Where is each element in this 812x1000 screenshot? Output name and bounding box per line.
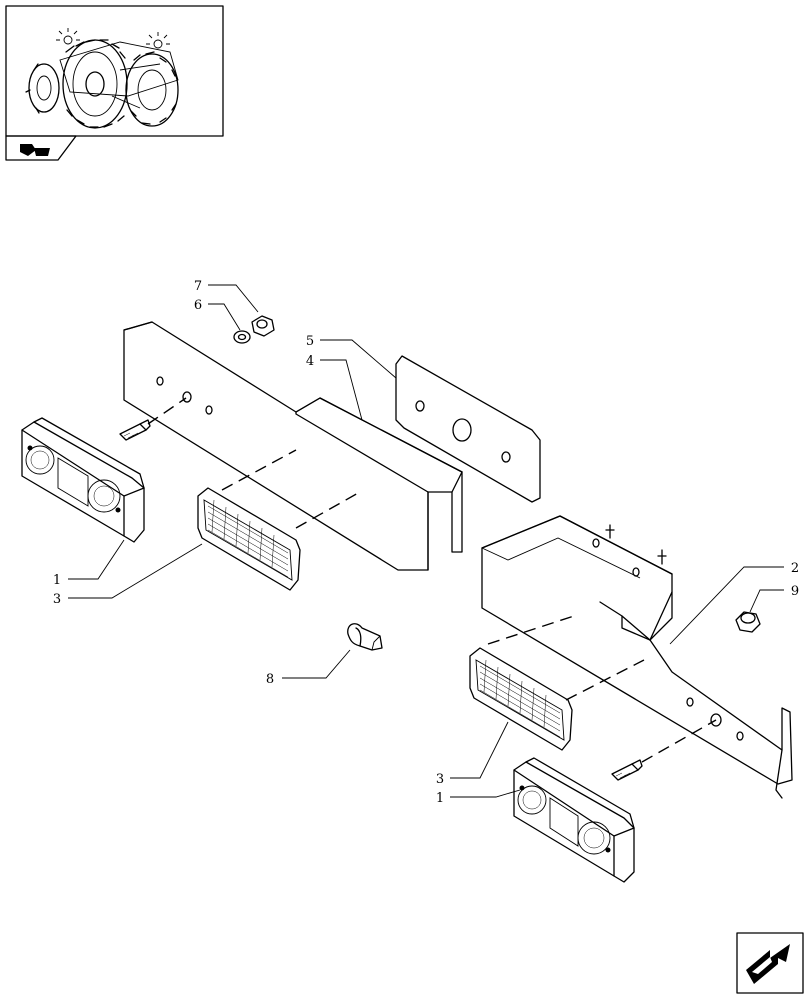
section-tab bbox=[5, 135, 77, 161]
washer-part-6 bbox=[233, 330, 251, 344]
callout-3-left: 3 bbox=[53, 592, 61, 607]
mounting-plate-part-5 bbox=[395, 355, 541, 503]
callout-3-right: 3 bbox=[436, 772, 444, 787]
callout-2: 2 bbox=[791, 561, 799, 576]
section-symbol-icon bbox=[20, 144, 50, 156]
thumbnail-frame bbox=[5, 5, 224, 137]
reflector-part-3-right bbox=[469, 647, 573, 751]
left-bracket-part-4 bbox=[123, 321, 463, 571]
cap-part-9 bbox=[735, 611, 761, 633]
reflector-part-3-left bbox=[197, 487, 301, 591]
assembly-lines bbox=[147, 397, 717, 763]
lamp-part-1-left bbox=[21, 417, 151, 543]
tractor-location-thumbnail-icon bbox=[25, 28, 179, 129]
callout-1-left: 1 bbox=[53, 573, 61, 588]
callout-4: 4 bbox=[306, 354, 314, 369]
lamp-part-1-right bbox=[513, 757, 643, 883]
clamp-part-8 bbox=[347, 623, 383, 651]
next-page-button[interactable] bbox=[736, 932, 804, 994]
callout-7: 7 bbox=[194, 279, 202, 294]
callout-6: 6 bbox=[194, 298, 202, 313]
callout-9: 9 bbox=[791, 584, 799, 599]
leader-lines bbox=[68, 284, 784, 798]
right-bracket-part-2 bbox=[481, 515, 793, 799]
nut-part-7 bbox=[251, 315, 275, 337]
callout-1-right: 1 bbox=[436, 791, 444, 806]
next-page-arrow-icon bbox=[746, 944, 790, 984]
callout-8: 8 bbox=[266, 672, 274, 687]
callout-5: 5 bbox=[306, 334, 314, 349]
tractor-thumbnail bbox=[5, 5, 224, 161]
callout-labels: 1 3 7 6 5 4 2 9 8 3 1 bbox=[53, 279, 799, 806]
